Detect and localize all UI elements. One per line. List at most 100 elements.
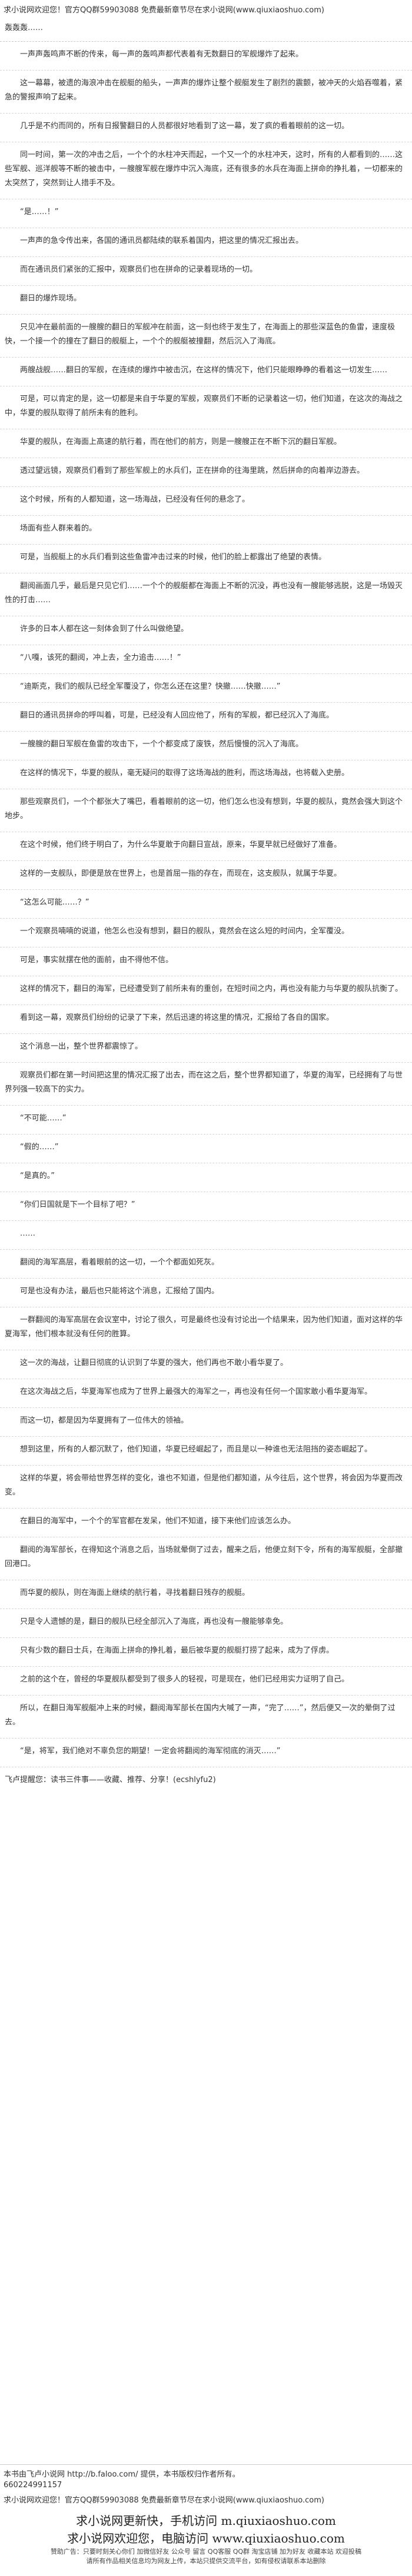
divider: [0, 852, 412, 861]
chapter-paragraph: 在这次海战之后，华夏海军也成为了世界上最强大的海军之一，再也没有任何一个国家敢小…: [20, 1387, 373, 1396]
chapter-paragraph: ……: [20, 1229, 35, 1238]
copyright-line: 请所有作品相关信息均为网友上传，本站只提供交流平台，如有侵权请联系本站删除: [86, 2557, 326, 2565]
chapter-paragraph: “是，将军，我们绝对不辜负您的期望！一定会将翻阅的海军彻底的消灭……”: [20, 1747, 281, 1756]
divider: [0, 1571, 412, 1580]
divider: [0, 1399, 412, 1408]
divider: [0, 694, 412, 703]
chapter-paragraph: “迪斯克，我们的舰队已经全军覆没了，你怎么还在这里？快撤……快撤……”: [20, 682, 281, 691]
divider: [0, 306, 412, 315]
divider: [0, 1428, 412, 1437]
chapter-paragraph: 可是，当舰艇上的水兵们看到这些鱼雷冲击过来的时候，他们的脸上都露出了绝望的表情。: [20, 553, 327, 562]
divider: [0, 1054, 412, 1063]
divider: [0, 62, 412, 71]
divider: [0, 1629, 412, 1638]
divider: [0, 910, 412, 919]
chapter-paragraph: “是……！”: [20, 208, 59, 216]
chapter-paragraph: 翻日的通讯员拼命的呼叫着，可是，已经没有人回应他了，所有的军舰，都已经沉入了海底…: [20, 711, 334, 720]
divider: [0, 1687, 412, 1696]
chapter-paragraph: 在这样的情况下，华夏的舰队，毫无疑问的取得了这场海战的胜利，而这场海战，也将载入…: [20, 769, 350, 778]
contact-line[interactable]: 赞助广告：只要时刻关心你们 加微信好友 公众号 留言 QQ客服 QQ群 淘宝店铺…: [50, 2548, 362, 2555]
divider: [0, 478, 412, 487]
chapter-paragraph: “不可能……”: [20, 1114, 67, 1123]
divider: [0, 608, 412, 616]
divider: [0, 1270, 412, 1279]
chapter-paragraph: 只见冲在最前面的一艘艘的翻日的军舰冲在前面，这一刻也终于发生了，在海面上的那些深…: [5, 323, 396, 346]
chapter-paragraph: 翻日的爆炸现场。: [20, 294, 82, 303]
divider: [0, 1457, 412, 1466]
divider: [0, 1500, 412, 1509]
chapter-body: 轰轰轰…… 一声声轰鸣声不断的传来，每一声的轰鸣声都代表着有无数翻日的军舰爆炸了…: [0, 21, 412, 2464]
divider: [0, 636, 412, 645]
divider: [0, 449, 412, 458]
divider: [0, 1025, 412, 1034]
chapter-paragraph: “假的……”: [20, 1143, 59, 1152]
divider: [0, 248, 412, 257]
divider: [0, 1299, 412, 1307]
chapter-paragraph: 这一次的海战，让翻日彻底的认识到了华夏的强大，他们再也不敢小看华夏了。: [20, 1359, 288, 1367]
divider: [0, 1342, 412, 1350]
site-welcome[interactable]: 求小说网欢迎您，电脑访问 www.qiuxiaoshuo.com: [67, 2531, 345, 2545]
chapter-paragraph: “你们日国就是下一个目标了吧？”: [20, 1200, 135, 1209]
chapter-paragraph: 同一时间，第一次的冲击之后，一个个的水柱冲天而起，一个又一个的水柱冲天，这时，所…: [5, 151, 403, 188]
chapter-paragraph: “八嘎，该死的翻阅，冲上去，全力追击……！”: [20, 653, 181, 662]
chapter-paragraph: 华夏的舰队，在海面上高速的航行着，而在他们的前方，则是一艘艘正在不断下沉的翻日军…: [20, 438, 342, 446]
source-line: 本书由飞卢小说网 http://b.faloo.com/ 提供，本书版权归作者所…: [0, 2464, 412, 2480]
chapter-paragraph: 所以，在翻日海军舰艇冲上来的时候，翻阅海军部长在国内大喊了一声，“完了……”，然…: [5, 1704, 396, 1727]
divider: [0, 996, 412, 1005]
chapter-paragraph: 这样的一支舰队，即便是放在世界上，也是首屈一指的存在，而现在，这支舰队，就属于华…: [20, 869, 342, 878]
divider: [0, 939, 412, 947]
chapter-paragraph: 一个观察员喃喃的说道，他怎么也没有想到，翻日的舰队，竟然会在这么短的时间内，全军…: [20, 927, 350, 936]
chapter-paragraph: 只是令人遗憾的是，翻日的舰队已经全部沉入了海底，再也没有一艘能够幸免。: [20, 1617, 288, 1626]
chapter-paragraph: 透过望远镜，观察员们看到了那些军舰上的水兵们，正在拼命的往海里跳，然后拼命的向着…: [20, 466, 365, 475]
chapter-paragraph: 翻阅的海军部长，在得知这个消息之后，当场就晕倒了过去，醒来之后，他便立刻下令，所…: [5, 1546, 403, 1569]
divider: [0, 1759, 412, 1767]
source-text: 本书由飞卢小说网 http://b.faloo.com/ 提供，本书版权归作者所…: [4, 2470, 240, 2479]
divider: [0, 1600, 412, 1609]
chapter-paragraph: 可是也没有办法，最后也只能将这个消息，汇报给了国内。: [20, 1287, 220, 1296]
chapter-opening: 轰轰轰……: [5, 24, 44, 32]
chapter-paragraph: 想到这里，所有的人都沉默了，他们知道，华夏已经崛起了，而且是以一种谁也无法阻挡的…: [20, 1445, 373, 1454]
divider: [0, 881, 412, 890]
chapter-paragraph: 观察员们都在第一时间把这里的情况汇报了出去，而在这之后，整个世界都知道了，华夏的…: [5, 1071, 403, 1094]
divider: [0, 665, 412, 674]
divider: [0, 1658, 412, 1667]
divider: [0, 349, 412, 358]
divider: [0, 967, 412, 976]
chapter-paragraph: 这样的华夏，将会带给世界怎样的变化，谁也不知道，但是他们都知道，从今往后，这个世…: [5, 1474, 403, 1497]
divider: [0, 277, 412, 286]
divider: [0, 421, 412, 429]
footer-notice: 求小说网欢迎您！官方QQ群59903088 免费最新章节尽在求小说网(www.q…: [4, 2496, 324, 2505]
divider: [0, 1730, 412, 1739]
chapter-paragraph: 而在通讯员们紧张的汇报中，观察员们也在拼命的记录着现场的一切。: [20, 265, 258, 274]
divider: [0, 507, 412, 516]
divider: [0, 1183, 412, 1192]
site-slogan[interactable]: 求小说网更新快，手机访问 m.qiuxiaoshuo.com: [76, 2514, 336, 2528]
paragraph-list: 一声声轰鸣声不断的传来，每一声的轰鸣声都代表着有无数翻日的军舰爆炸了起来。这一幕…: [0, 48, 412, 1767]
page-footer: 本书由飞卢小说网 http://b.faloo.com/ 提供，本书版权归作者所…: [0, 2464, 412, 2576]
chapter-paragraph: 场面有些人群来着的。: [20, 524, 97, 533]
chapter-paragraph: 这一幕幕，被遗的海浪冲击在舰艇的船头，一声声的爆炸让整个舰艇发生了剧烈的震颤，被…: [5, 79, 403, 102]
divider: [0, 1241, 412, 1250]
chapter-paragraph: 一群翻阅的海军高层在会议室中，讨论了很久，可是最终也没有讨论出一个结果来，因为他…: [5, 1316, 403, 1339]
book-id: 660224991157: [4, 2481, 62, 2490]
chapter-paragraph: 许多的日本人都在这一刻体会到了什么叫做绝望。: [20, 625, 189, 633]
chapter-paragraph: 一艘艘的翻日军舰在鱼雷的攻击下，一个个都变成了废铁，然后慢慢的沉入了海底。: [20, 740, 304, 749]
chapter-paragraph: 在这个时候，他们终于明白了，为什么华夏敢于向翻日宣战，原来，华夏早就已经做好了准…: [20, 840, 342, 849]
divider: [0, 723, 412, 732]
divider: [0, 536, 412, 545]
chapter-paragraph: 而这一切，都是因为华夏拥有了一位伟大的领袖。: [20, 1416, 189, 1425]
chapter-paragraph: 这个时候，所有的人都知道，这一场海战，已经没有任何的悬念了。: [20, 495, 250, 504]
chapter-paragraph: 翻阅画面几乎，最后是只见它们……一个个的舰艇都在海面上不断的沉没，再也没有一艘能…: [5, 582, 403, 605]
divider: [0, 105, 412, 114]
divider: [0, 1154, 412, 1163]
chapter-paragraph: 那些观察员们，一个个都张大了嘴巴，看着眼前的这一切，他们怎么也没有想到，华夏的舰…: [5, 798, 403, 820]
chapter-paragraph: 可是，事实就摆在他的面前，由不得他不信。: [20, 956, 174, 965]
divider: [0, 823, 412, 832]
divider: [0, 1212, 412, 1221]
site-box: 求小说网更新快，手机访问 m.qiuxiaoshuo.com 求小说网欢迎您，电…: [41, 2512, 371, 2566]
chapter-paragraph: 一声声的急令传出来，各国的通讯员都陆续的联系着国内，把这里的情况汇报出去。: [20, 236, 304, 245]
divider: [0, 134, 412, 142]
chapter-paragraph: 这样的情况下，翻日的海军，已经遭受到了前所未有的重创，在短时间之内，再也没有能力…: [20, 985, 403, 993]
divider: [0, 191, 412, 199]
